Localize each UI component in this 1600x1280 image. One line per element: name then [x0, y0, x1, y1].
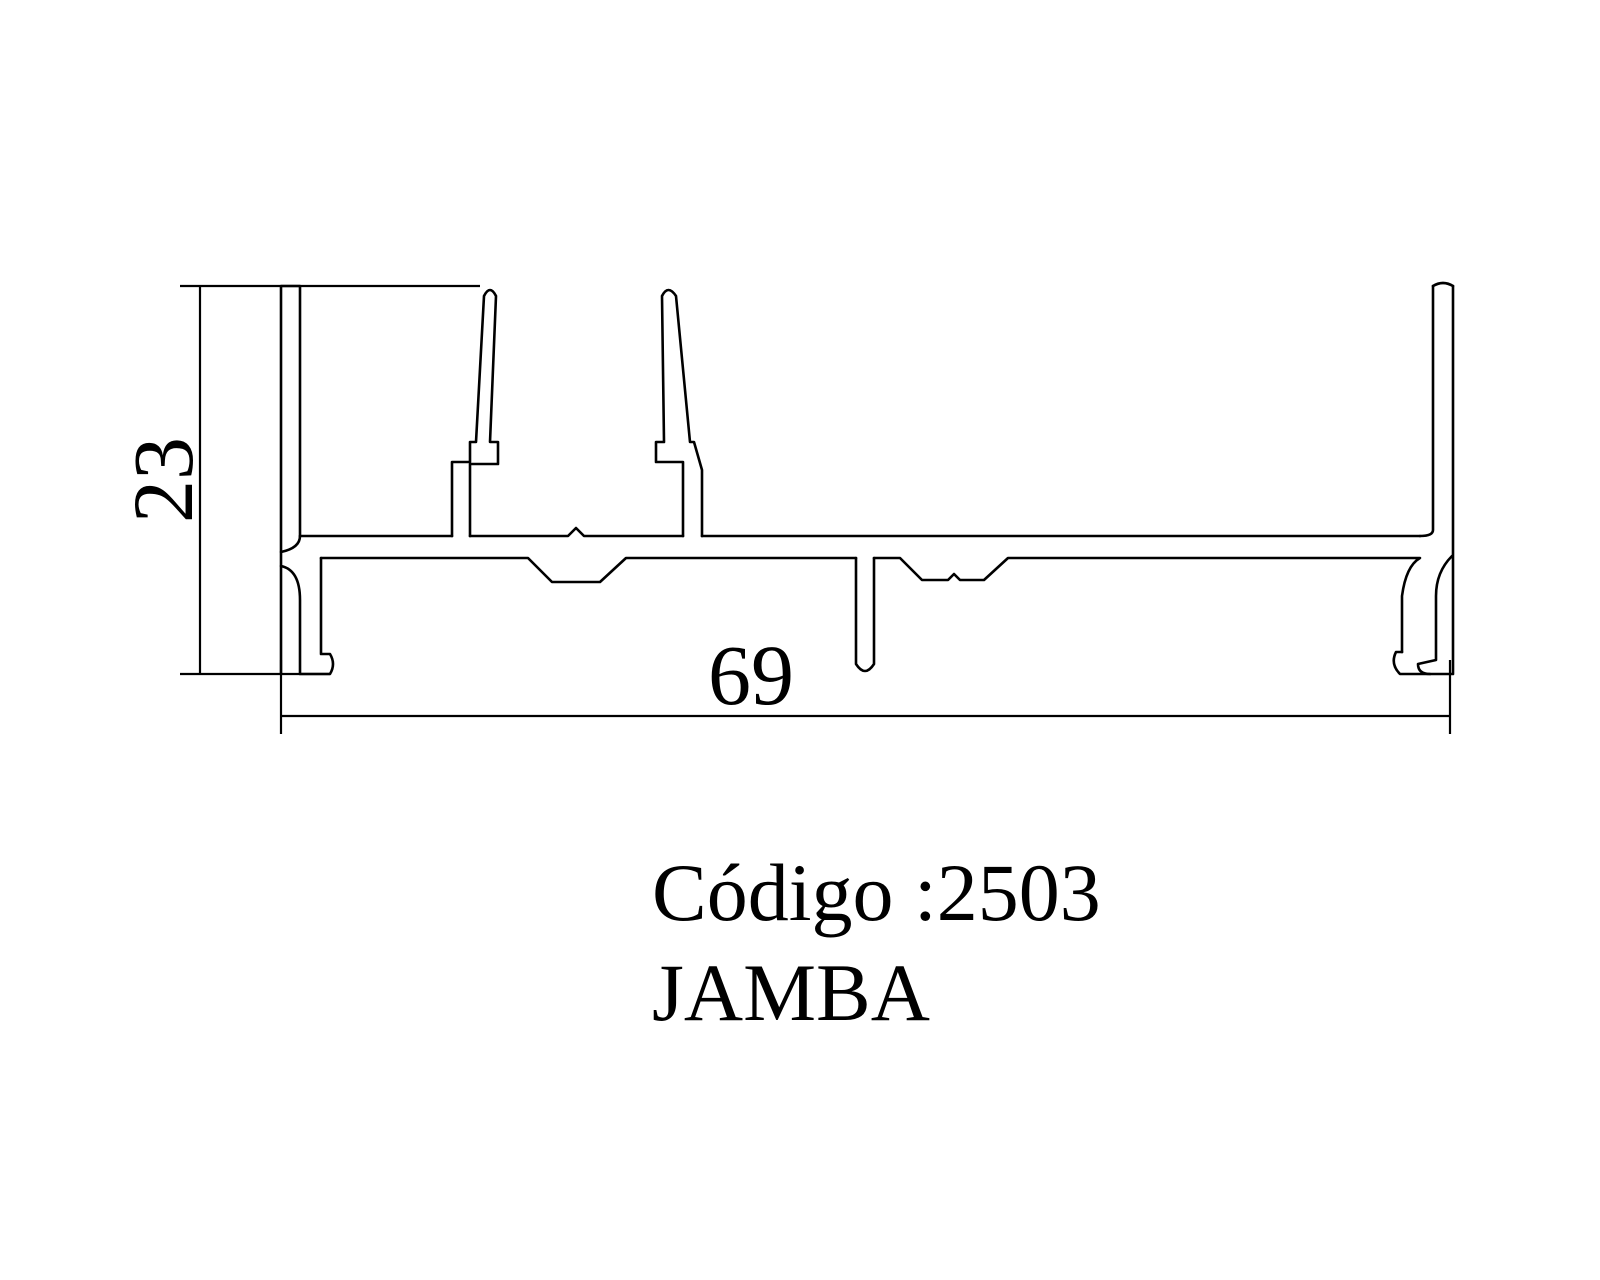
center-fin [654, 288, 704, 538]
right-bottom-hook [1392, 650, 1432, 676]
left-outer-wall [279, 284, 302, 676]
center-drip-leg [854, 556, 876, 673]
profile-code-label: Código :2503 [652, 847, 1101, 938]
jamb-profile [279, 281, 1455, 676]
left-bottom-hook [279, 534, 335, 676]
height-dimension-label: 23 [115, 437, 211, 523]
height-dimension [180, 284, 480, 676]
lower-web [319, 556, 1422, 654]
right-inner-wall [1431, 281, 1455, 288]
left-fin [450, 288, 500, 538]
width-dimension-label: 69 [708, 627, 794, 723]
profile-name-label: JAMBA [652, 947, 930, 1038]
right-outer-wall [1416, 284, 1455, 676]
upper-web [298, 526, 1422, 538]
right-inner-wall-line [1418, 284, 1435, 538]
